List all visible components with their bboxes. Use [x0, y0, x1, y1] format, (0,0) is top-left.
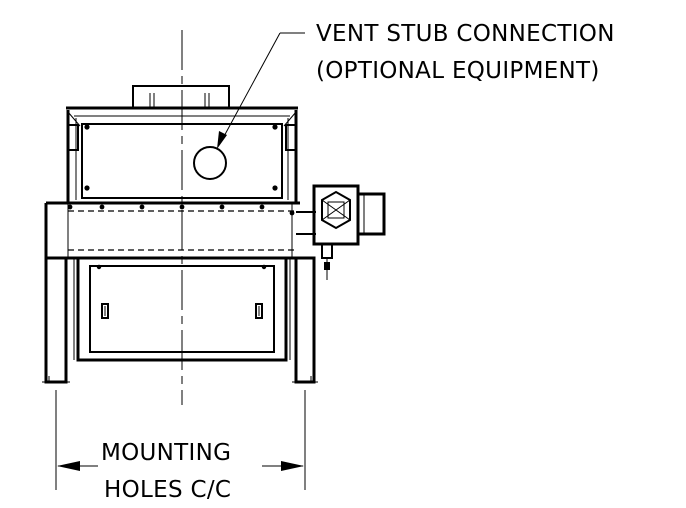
top-stub-plate [132, 85, 230, 109]
callout-leader [217, 32, 305, 149]
mounting-dimension [55, 390, 306, 490]
upper-hood [66, 106, 298, 203]
vent-stub-opening [193, 146, 227, 180]
main-cross-tube [44, 201, 300, 260]
callout-line-2: (OPTIONAL EQUIPMENT) [316, 58, 600, 84]
lower-cabinet [73, 256, 291, 362]
dimension-label-line-2: HOLES C/C [104, 477, 231, 503]
dimension-label-line-1: MOUNTING [101, 440, 231, 466]
callout-line-1: VENT STUB CONNECTION [316, 21, 615, 47]
support-legs [42, 256, 318, 384]
gear-motor [296, 184, 386, 280]
